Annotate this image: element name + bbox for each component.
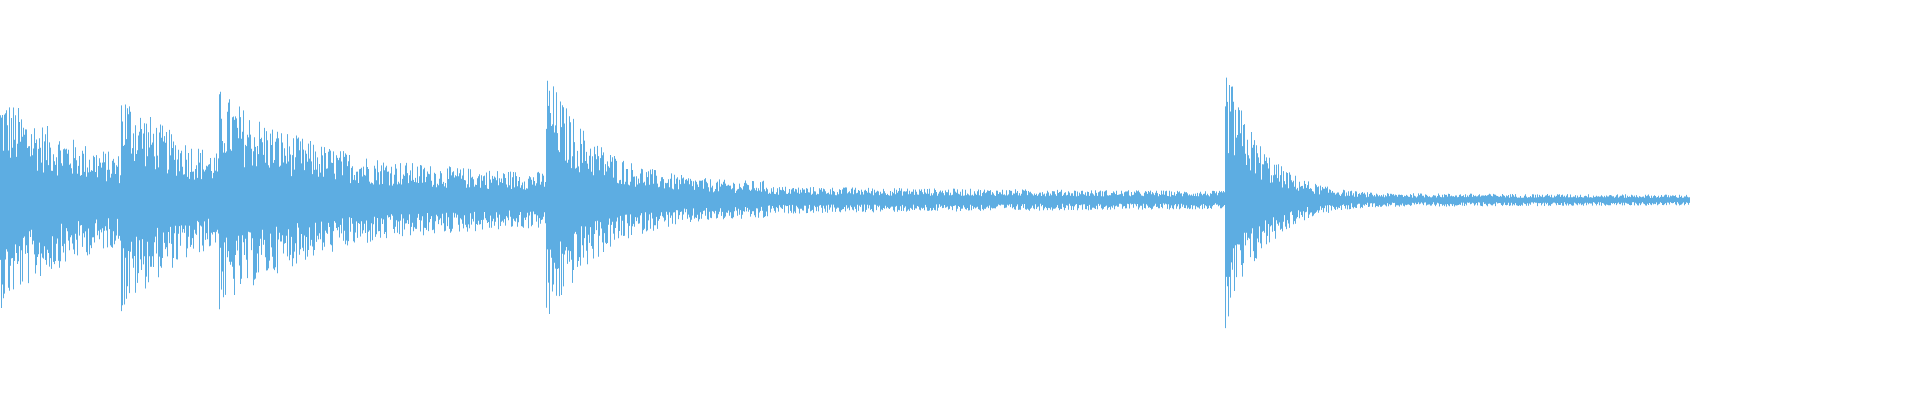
- waveform-trace: [0, 77, 1690, 329]
